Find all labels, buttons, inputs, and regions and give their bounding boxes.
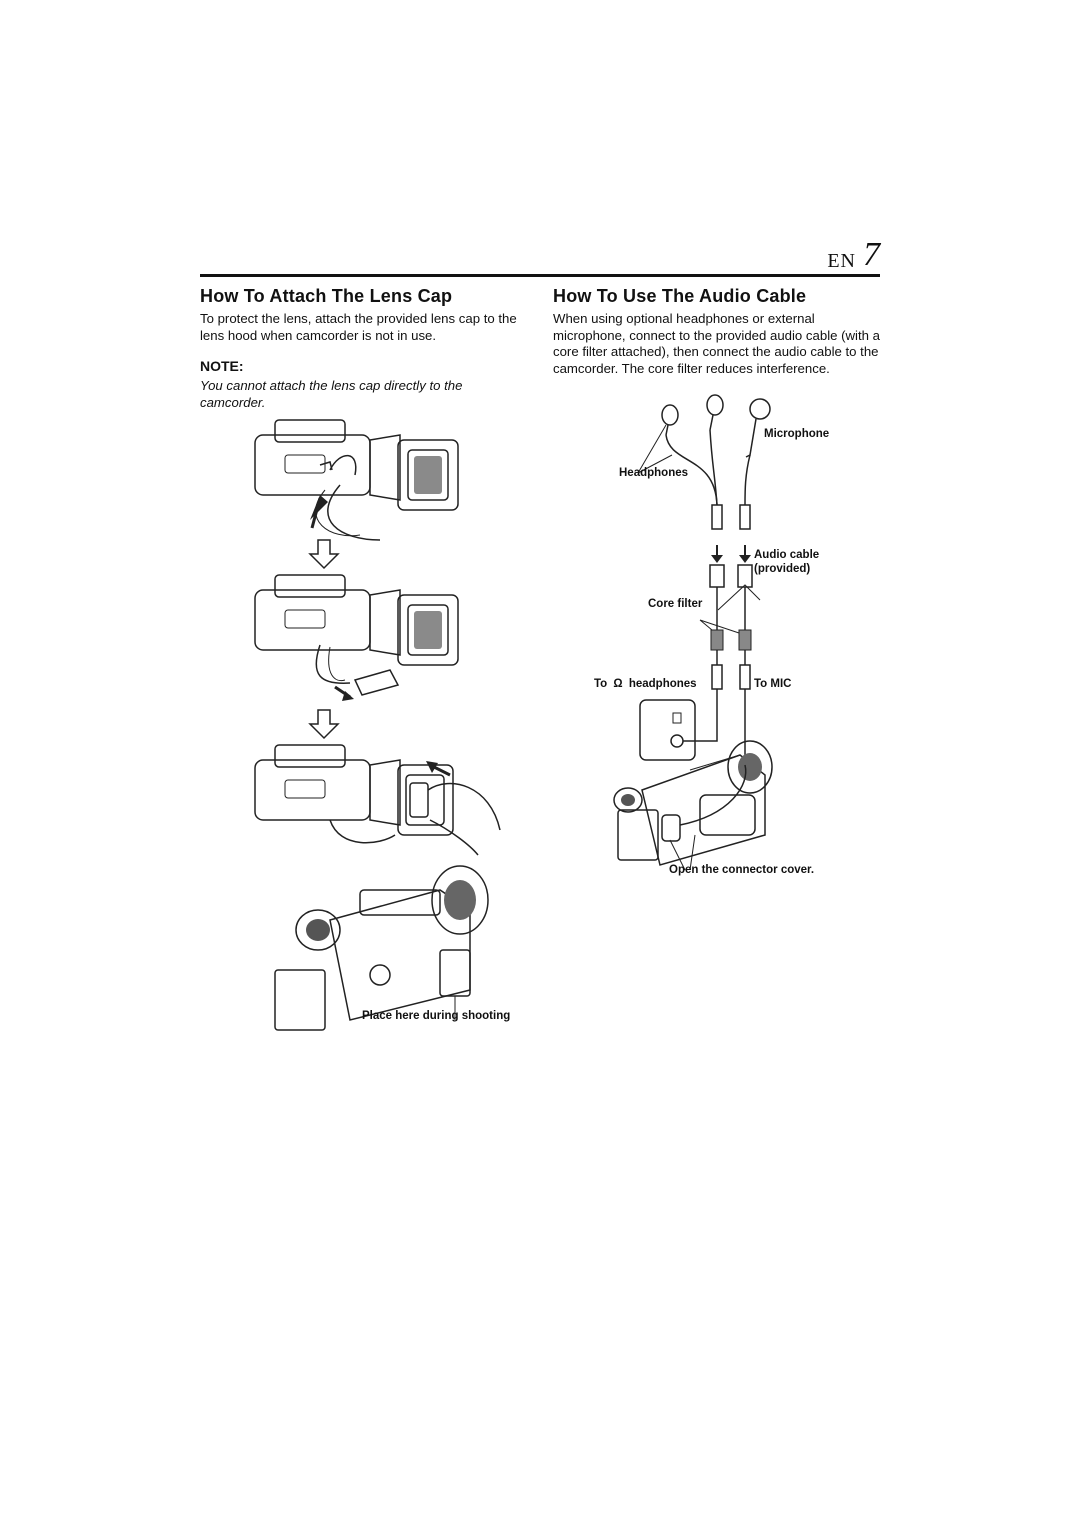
lens-cap-heading: How To Attach The Lens Cap — [200, 286, 453, 306]
to-headphones-text: headphones — [628, 678, 697, 690]
page-header: EN 7 — [200, 236, 880, 276]
audio-cable-heading: How To Use The Audio Cable — [553, 286, 807, 306]
page-number: 7 — [863, 236, 880, 273]
camcorder-audio-illustration — [613, 740, 773, 871]
headphones-illustration — [637, 394, 724, 506]
microphone-label: Microphone — [764, 428, 830, 440]
arrow-down-icon — [739, 545, 751, 563]
camcorder-cap-stored-illustration — [274, 865, 489, 1031]
connector-cover-label: Open the connector cover. — [669, 864, 815, 876]
note-text: You cannot attach the lens cap directly … — [200, 378, 463, 410]
lens-cap-body: To protect the lens, attach the provided… — [200, 311, 517, 343]
note-heading: NOTE: — [200, 358, 244, 374]
camcorder-step1-illustration — [254, 419, 459, 541]
headphones-symbol-icon: Ω — [613, 678, 623, 690]
provided-label: (provided) — [754, 563, 811, 575]
hollow-down-arrow-icon — [308, 709, 340, 740]
camcorder-step3-illustration — [254, 744, 501, 856]
audio-cable-body: When using optional headphones or extern… — [553, 311, 880, 376]
core-filter-label: Core filter — [648, 598, 703, 610]
audio-cable-label: Audio cable — [754, 549, 820, 561]
headphones-label: Headphones — [619, 467, 689, 479]
header-rule — [200, 274, 880, 277]
to-headphones-label: To Ω headphones — [594, 678, 697, 690]
hollow-down-arrow-icon — [308, 539, 340, 570]
audio-cable-diagram — [613, 394, 773, 871]
to-prefix: To — [594, 678, 608, 690]
language-code: EN — [827, 250, 856, 272]
audio-cable-section: How To Use The Audio Cable When using op… — [553, 286, 883, 377]
to-mic-label: To MIC — [754, 678, 792, 690]
camcorder-step2-illustration — [254, 574, 459, 701]
arrow-down-icon — [711, 545, 723, 563]
place-here-caption: Place here during shooting — [362, 1010, 511, 1022]
lens-cap-section: How To Attach The Lens Cap To protect th… — [200, 286, 530, 411]
microphone-illustration — [744, 398, 771, 506]
lens-cap-illustrations — [254, 419, 501, 1031]
